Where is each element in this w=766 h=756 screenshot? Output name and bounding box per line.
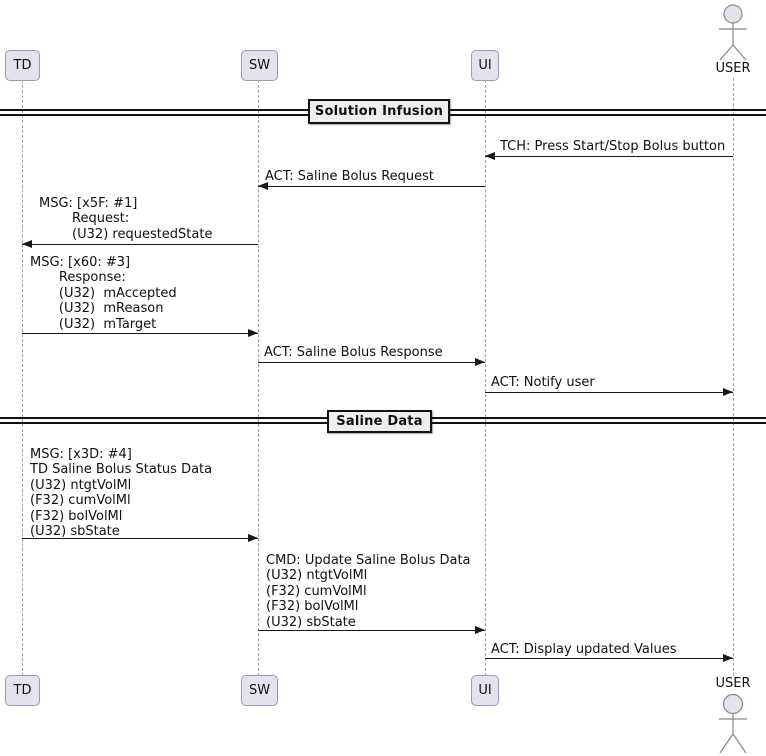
message-line	[258, 630, 485, 631]
lifeline-sw	[258, 80, 259, 676]
participant-td-top: TD	[5, 50, 40, 81]
message-line	[485, 658, 733, 659]
lifeline-td	[22, 80, 23, 676]
participant-sw-top: SW	[241, 50, 278, 81]
arrowhead-right-icon	[248, 534, 258, 542]
participant-ui-bottom: UI	[471, 675, 499, 706]
message-label: ACT: Notify user	[491, 375, 595, 390]
arrowhead-right-icon	[723, 654, 733, 662]
participant-user-bottom-label: USER	[715, 676, 751, 691]
message-line	[485, 392, 733, 393]
message-line	[258, 186, 485, 187]
message-line	[22, 538, 258, 539]
participant-ui-top: UI	[471, 50, 499, 81]
lifeline-ui	[485, 80, 486, 676]
user-actor-icon	[719, 693, 747, 754]
message-line	[22, 244, 258, 245]
participant-label: UI	[478, 58, 492, 73]
participant-label: SW	[248, 683, 271, 698]
message-label: MSG: [x5F: #1] Request: (U32) requestedS…	[39, 196, 213, 242]
divider-saline-data: Saline Data	[327, 410, 432, 433]
message-label: ACT: Display updated Values	[491, 642, 677, 657]
participant-user-top-label: USER	[715, 61, 751, 76]
message-label: TCH: Press Start/Stop Bolus button	[500, 139, 726, 154]
participant-sw-bottom: SW	[241, 675, 278, 706]
message-label: MSG: [x3D: #4] TD Saline Bolus Status Da…	[30, 447, 213, 540]
arrowhead-left-icon	[22, 240, 32, 248]
message-line	[22, 333, 258, 334]
message-label: MSG: [x60: #3] Response: (U32) mAccepted…	[30, 255, 177, 332]
participant-label: SW	[248, 58, 271, 73]
message-line	[485, 156, 733, 157]
user-actor-icon	[719, 4, 747, 61]
message-line	[258, 362, 485, 363]
message-label: CMD: Update Saline Bolus Data (U32) ntgt…	[266, 553, 471, 630]
arrowhead-right-icon	[475, 358, 485, 366]
participant-label: UI	[478, 683, 492, 698]
arrowhead-left-icon	[258, 182, 268, 190]
message-label: ACT: Saline Bolus Response	[264, 345, 443, 360]
arrowhead-right-icon	[723, 388, 733, 396]
lifeline-user	[733, 78, 734, 676]
divider-solution-infusion: Solution Infusion	[308, 99, 450, 124]
arrowhead-left-icon	[485, 152, 495, 160]
participant-label: TD	[13, 683, 32, 698]
arrowhead-right-icon	[248, 329, 258, 337]
participant-label: TD	[13, 58, 32, 73]
participant-td-bottom: TD	[5, 675, 40, 706]
arrowhead-right-icon	[475, 626, 485, 634]
message-label: ACT: Saline Bolus Request	[265, 169, 435, 184]
